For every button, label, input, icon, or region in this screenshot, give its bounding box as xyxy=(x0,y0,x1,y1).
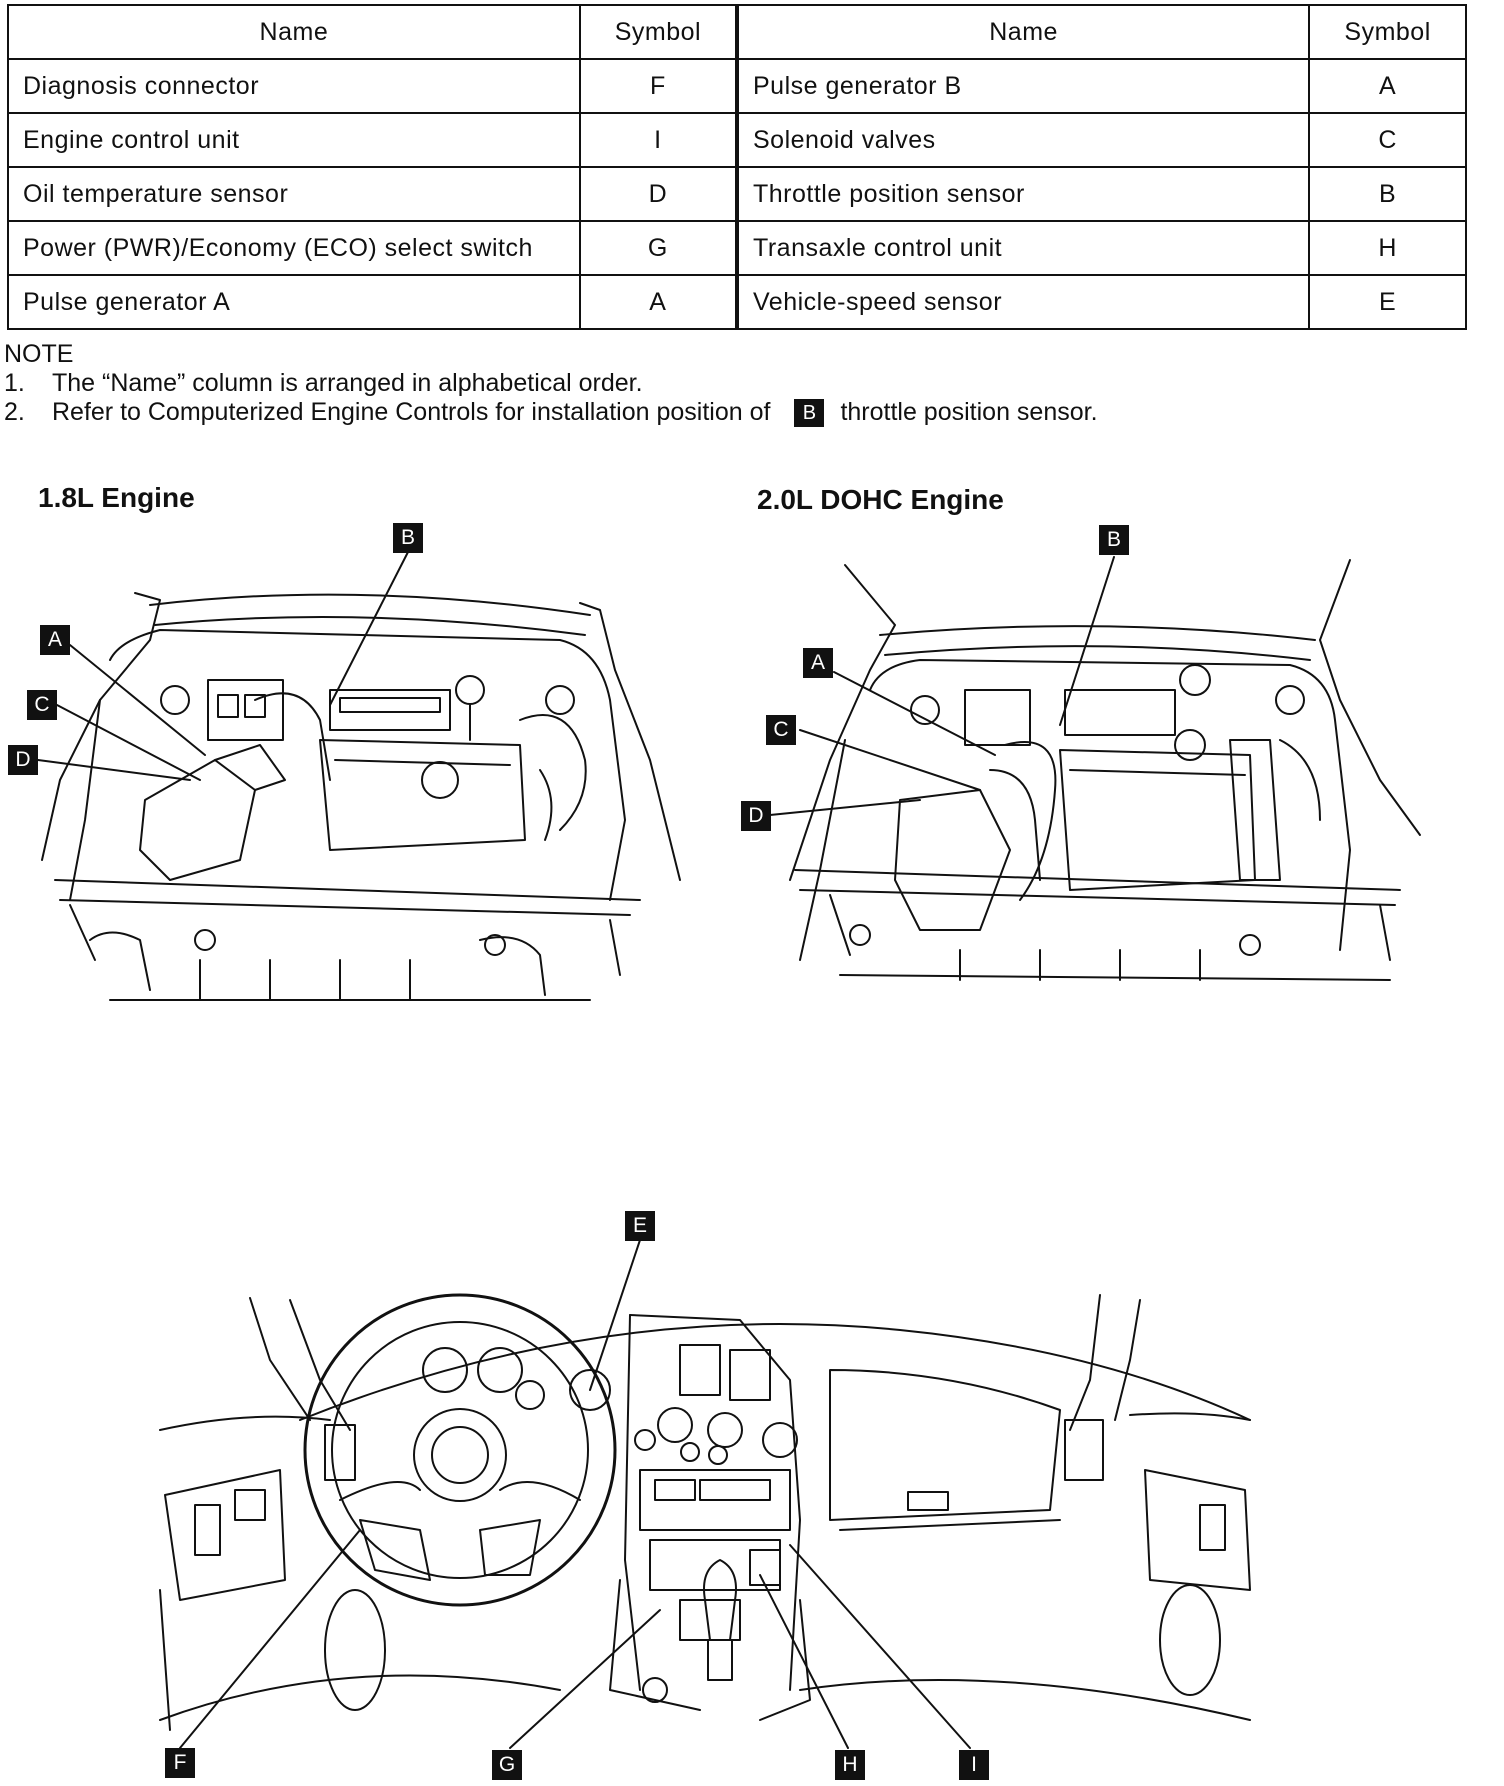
leader-line-c-18 xyxy=(56,704,201,781)
cell-symbol: A xyxy=(578,274,738,330)
leader-line-d-18 xyxy=(37,759,191,781)
leader-line-g xyxy=(509,1609,661,1749)
leader-line-a-18 xyxy=(69,644,206,756)
cell-symbol: F xyxy=(578,58,738,114)
header-symbol: Symbol xyxy=(1308,4,1467,60)
cell-symbol: E xyxy=(1308,274,1467,330)
table-row: Oil temperature sensor D xyxy=(7,166,738,222)
table-row: Transaxle control unit H xyxy=(736,220,1467,276)
cell-symbol: A xyxy=(1308,58,1467,114)
cell-name: Throttle position sensor xyxy=(736,166,1311,222)
header-name: Name xyxy=(736,4,1311,60)
callout-d-18: D xyxy=(8,745,38,775)
cell-name: Engine control unit xyxy=(7,112,581,168)
cell-symbol: C xyxy=(1308,112,1467,168)
callout-c-20: C xyxy=(766,715,796,745)
cell-symbol: G xyxy=(578,220,738,276)
header-name: Name xyxy=(7,4,581,60)
leader-line-b-20 xyxy=(1059,556,1115,726)
note-item-2: 2. Refer to Computerized Engine Controls … xyxy=(4,398,1098,428)
cell-name: Transaxle control unit xyxy=(736,220,1311,276)
note-item-number: 1. xyxy=(4,369,25,397)
cell-name: Oil temperature sensor xyxy=(7,166,581,222)
cell-symbol: I xyxy=(578,112,738,168)
callout-a-18: A xyxy=(40,625,70,655)
callout-h: H xyxy=(835,1750,865,1780)
callout-c-18: C xyxy=(27,690,57,720)
component-table-left: Name Symbol Diagnosis connector F Engine… xyxy=(7,4,738,330)
callout-i: I xyxy=(959,1750,989,1780)
note-item-text: The “Name” column is arranged in alphabe… xyxy=(52,369,643,397)
leader-line-e xyxy=(589,1239,641,1391)
engine-18-illustration xyxy=(41,592,681,1001)
symbol-badge-b: B xyxy=(794,399,825,428)
component-table-right: Name Symbol Pulse generator B A Solenoid… xyxy=(736,4,1467,330)
table-row: Throttle position sensor B xyxy=(736,166,1467,222)
engine-18-title: 1.8L Engine xyxy=(38,482,195,513)
table-row: Power (PWR)/Economy (ECO) select switch … xyxy=(7,220,738,276)
engine-20-illustration xyxy=(789,559,1421,981)
callout-e: E xyxy=(625,1211,655,1241)
note-item-text: Refer to Computerized Engine Controls fo… xyxy=(52,398,771,426)
callout-b-18: B xyxy=(393,523,423,553)
leader-line-f xyxy=(179,1529,361,1749)
table-row: Engine control unit I xyxy=(7,112,738,168)
callout-b-20: B xyxy=(1099,525,1129,555)
leader-line-b-18 xyxy=(329,551,409,706)
note-item-text-after: throttle position sensor. xyxy=(840,398,1098,426)
leader-line-c-20 xyxy=(799,729,981,791)
cell-name: Vehicle-speed sensor xyxy=(736,274,1311,330)
note-title: NOTE xyxy=(4,340,74,368)
cell-symbol: H xyxy=(1308,220,1467,276)
cell-name: Diagnosis connector xyxy=(7,58,581,114)
cell-name: Power (PWR)/Economy (ECO) select switch xyxy=(7,220,581,276)
note-item-1: 1. The “Name” column is arranged in alpha… xyxy=(4,369,1098,398)
cell-name: Solenoid valves xyxy=(736,112,1311,168)
leader-line-i xyxy=(789,1544,971,1749)
callout-a-20: A xyxy=(803,648,833,678)
callout-g: G xyxy=(492,1750,522,1780)
note-block: NOTE 1. The “Name” column is arranged in … xyxy=(4,340,1098,428)
cell-name: Pulse generator A xyxy=(7,274,581,330)
header-symbol: Symbol xyxy=(578,4,738,60)
table-row: Diagnosis connector F xyxy=(7,58,738,114)
callout-d-20: D xyxy=(741,801,771,831)
leader-line-d-20 xyxy=(769,799,921,816)
cell-symbol: D xyxy=(578,166,738,222)
cell-name: Pulse generator B xyxy=(736,58,1311,114)
note-item-number: 2. xyxy=(4,398,25,426)
table-row: Pulse generator A A xyxy=(7,274,738,330)
interior-illustration xyxy=(159,1293,1251,1731)
table-row: Pulse generator B A xyxy=(736,58,1467,114)
callout-f: F xyxy=(165,1748,195,1778)
cell-symbol: B xyxy=(1308,166,1467,222)
engine-20-title: 2.0L DOHC Engine xyxy=(757,484,1004,515)
table-row: Solenoid valves C xyxy=(736,112,1467,168)
leader-line-h xyxy=(759,1574,849,1749)
table-row: Vehicle-speed sensor E xyxy=(736,274,1467,330)
leader-line-a-20 xyxy=(833,671,996,756)
